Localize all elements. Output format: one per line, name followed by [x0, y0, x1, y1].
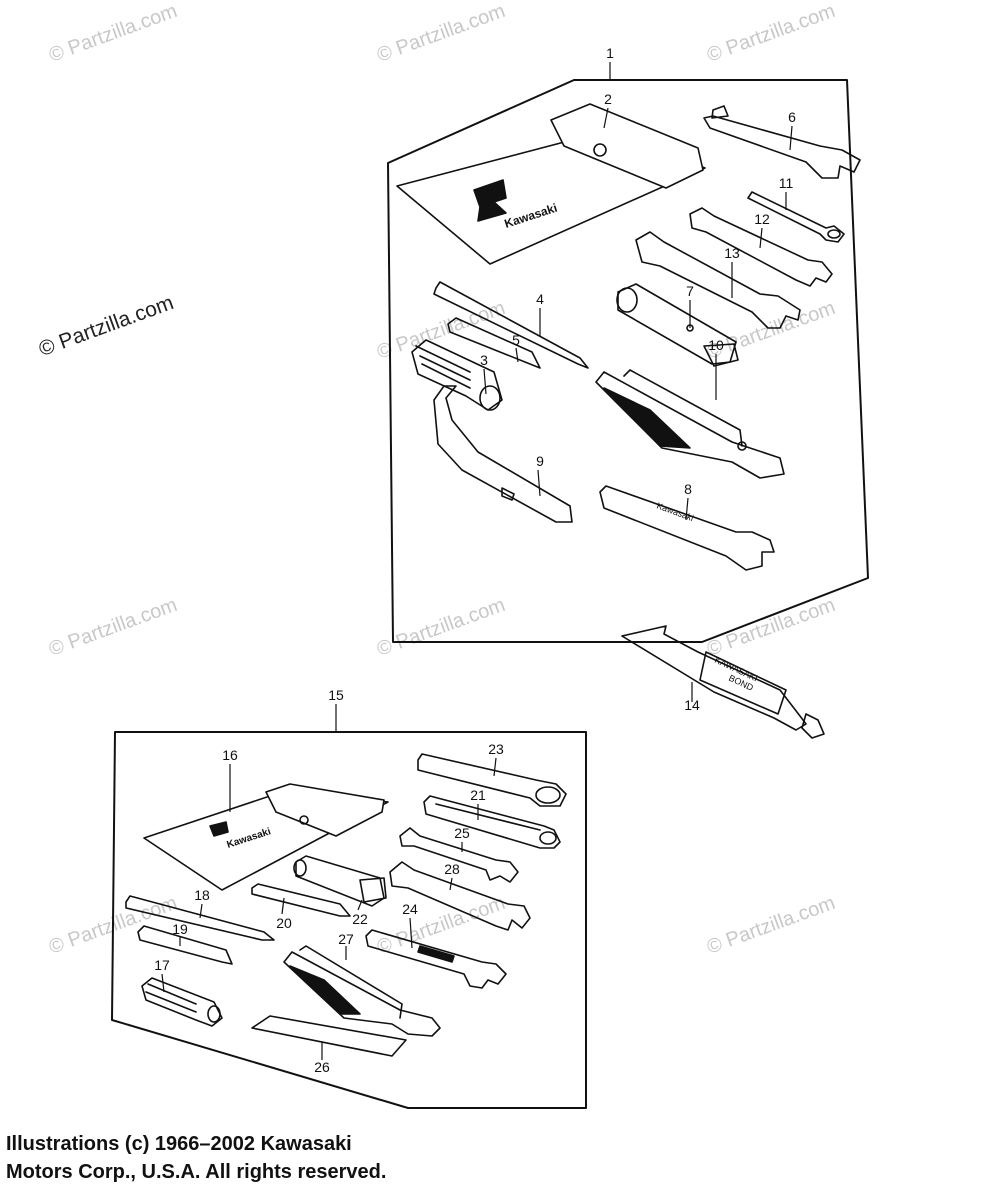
thin-rod: [251, 883, 351, 917]
callout-14: 14: [684, 697, 700, 713]
callout-7: 7: [686, 283, 694, 299]
screwdriver-bit-long-lower: [125, 895, 275, 941]
tool-kit-box-upper: [387, 79, 869, 643]
pliers-lower: [283, 945, 441, 1037]
callout-10: 10: [708, 337, 724, 353]
callout-9: 9: [536, 453, 544, 469]
screwdriver-handle: [411, 339, 503, 411]
flat-wrench-8: Kawasaki: [599, 485, 775, 571]
callout-28: 28: [444, 861, 460, 877]
open-wrench-24: [365, 929, 507, 989]
tool-pouch: Kawasaki: [396, 103, 706, 265]
callout-23: 23: [488, 741, 504, 757]
pouch-brand-text: Kawasaki: [503, 201, 559, 231]
callout-21: 21: [470, 787, 486, 803]
callout-24: 24: [402, 901, 418, 917]
tool-kit-box-lower: [111, 731, 587, 1109]
hook-spanner: [433, 385, 573, 523]
callout-20: 20: [276, 915, 292, 931]
pouch-lower-brand: Kawasaki: [226, 826, 273, 851]
callout-27: 27: [338, 931, 354, 947]
callout-26: 26: [314, 1059, 330, 1075]
callout-25: 25: [454, 825, 470, 841]
open-wrench-12: [689, 207, 833, 287]
callout-labels: 1 2 3 4 5 6 7 8 9 10 11 12 13 14 15 16 1…: [154, 45, 796, 1075]
flat-bar: [251, 1015, 407, 1057]
leader-lines: [161, 62, 793, 1060]
pliers: [595, 369, 785, 479]
box-wrench-23: [417, 753, 567, 807]
wrench-brand-text: Kawasaki: [655, 500, 695, 523]
callout-15: 15: [328, 687, 344, 703]
callout-8: 8: [684, 481, 692, 497]
callout-1: 1: [606, 45, 614, 61]
open-wrench-13: [635, 231, 801, 329]
callout-2: 2: [604, 91, 612, 107]
callout-17: 17: [154, 957, 170, 973]
callout-6: 6: [788, 109, 796, 125]
copyright-notice: Illustrations (c) 1966–2002 Kawasaki Mot…: [6, 1130, 386, 1186]
screwdriver-bit-short-lower: [137, 925, 233, 965]
callout-12: 12: [754, 211, 770, 227]
kawasaki-bond-tube: KAWASAKI BOND: [621, 625, 825, 739]
callout-19: 19: [172, 921, 188, 937]
callout-3: 3: [480, 352, 488, 368]
callout-18: 18: [194, 887, 210, 903]
callout-16: 16: [222, 747, 238, 763]
tool-pouch-lower: Kawasaki: [143, 783, 389, 891]
screwdriver-bit-long: [433, 281, 589, 369]
callout-13: 13: [724, 245, 740, 261]
callout-4: 4: [536, 291, 544, 307]
open-wrench-25: [399, 827, 519, 883]
copyright-line-1: Illustrations (c) 1966–2002 Kawasaki: [6, 1133, 352, 1155]
callout-22: 22: [352, 911, 368, 927]
open-wrench-6: [703, 105, 861, 179]
callout-5: 5: [512, 332, 520, 348]
box-wrench-21: [423, 795, 561, 849]
callout-11: 11: [779, 175, 794, 191]
screwdriver-handle-lower: [141, 977, 223, 1027]
open-wrench-28: [389, 861, 531, 931]
box-wrench-11: [747, 191, 845, 243]
spark-plug-wrench-lower: [293, 855, 387, 907]
copyright-line-2: Motors Corp., U.S.A. All rights reserved…: [6, 1161, 387, 1183]
screwdriver-bit-short: [447, 317, 541, 369]
